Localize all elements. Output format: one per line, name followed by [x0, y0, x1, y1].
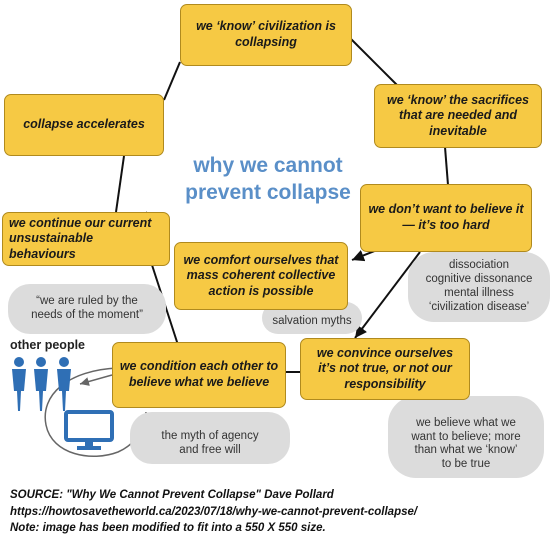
edge-line: [115, 155, 125, 213]
title-line: prevent collapse: [185, 181, 351, 205]
cloud-text: we believe what we: [416, 416, 516, 429]
cloud-text: cognitive dissonance: [425, 273, 533, 286]
source-citation: SOURCE: "Why We Cannot Prevent Collapse"…: [10, 487, 417, 537]
node-comfort-ourselves: we comfort ourselves that mass coherent …: [174, 242, 348, 310]
node-text: we ‘know’ civilization is collapsing: [196, 19, 336, 49]
title-line: why we cannot: [193, 154, 343, 177]
cloud-text: want to believe; more: [411, 430, 521, 443]
edge-arrow: [354, 251, 421, 339]
feedback-arrow: [79, 374, 113, 386]
cloud-text: salvation myths: [272, 315, 352, 328]
edge-line: [444, 146, 449, 186]
cloud-dissociation: dissociation cognitive dissonance mental…: [408, 252, 550, 322]
people-icon: [12, 357, 71, 411]
node-text: we don’t want to believe it — it’s too h…: [368, 202, 524, 232]
other-people-label: other people: [10, 338, 86, 352]
node-text: we continue our current unsustainable be…: [9, 215, 152, 261]
node-convince-ourselves: we convince ourselves it’s not true, or …: [300, 338, 470, 400]
node-text: we condition each other to believe what …: [119, 359, 279, 389]
cloud-text: dissociation: [448, 259, 510, 272]
source-note: Note: image has been modified to fit int…: [10, 522, 326, 535]
cloud-myth-of-agency: the myth of agency and free will: [130, 412, 290, 464]
cloud-believe-what-we-want: we believe what we want to believe; more…: [388, 396, 544, 478]
node-know-sacrifices: we ‘know’ the sacrifices that are needed…: [374, 84, 542, 148]
cloud-text: to be true: [441, 458, 491, 471]
cloud-text: than what we ‘know’: [414, 444, 518, 457]
node-text: we ‘know’ the sacrifices that are needed…: [387, 92, 529, 138]
source-url: https://howtosavetheworld.ca/2023/07/18/…: [10, 505, 418, 518]
cloud-text: the myth of agency: [161, 430, 259, 443]
cloud-text: needs of the moment”: [31, 309, 143, 321]
node-continue-behaviours: we continue our current unsustainable be…: [2, 212, 170, 266]
node-dont-want-believe: we don’t want to believe it — it’s too h…: [360, 184, 532, 252]
edge-line: [163, 61, 181, 101]
node-text: we convince ourselves it’s not true, or …: [316, 345, 454, 391]
node-collapse-accelerates: collapse accelerates: [4, 94, 164, 156]
source-line: SOURCE: "Why We Cannot Prevent Collapse"…: [10, 489, 334, 501]
cloud-text: and free will: [179, 444, 241, 457]
cloud-ruled-by-moment: “we are ruled by the needs of the moment…: [8, 284, 166, 334]
cloud-text: ‘civilization disease’: [428, 300, 530, 313]
cloud-text: “we are ruled by the: [36, 295, 138, 308]
cloud-text: mental illness: [444, 287, 514, 299]
monitor-icon: [64, 410, 114, 450]
node-know-collapsing: we ‘know’ civilization is collapsing: [180, 4, 352, 66]
diagram-title: why we cannot prevent collapse: [182, 152, 354, 207]
node-text: collapse accelerates: [23, 117, 145, 132]
node-condition-each-other: we condition each other to believe what …: [112, 342, 286, 408]
node-text: we comfort ourselves that mass coherent …: [183, 252, 339, 298]
